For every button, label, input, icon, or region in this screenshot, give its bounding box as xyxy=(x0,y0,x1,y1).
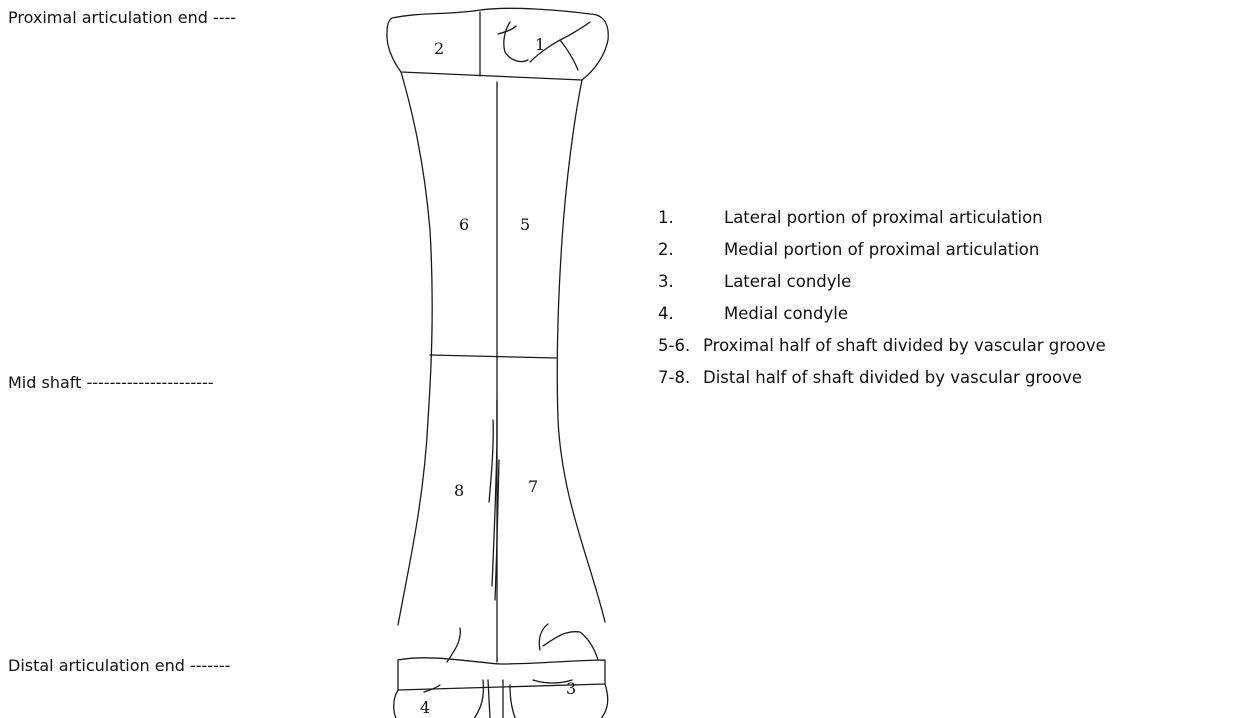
articular-surface-mark xyxy=(504,22,528,62)
legend-item-2: 2.Medial portion of proximal articulatio… xyxy=(658,240,1106,272)
legend-number: 5-6. xyxy=(658,336,703,368)
mid-shaft-line xyxy=(430,355,556,358)
legend-text: Lateral portion of proximal articulation xyxy=(724,208,1043,240)
shaft-left-outline xyxy=(398,72,432,625)
region-number-6: 6 xyxy=(459,215,469,234)
vascular-groove xyxy=(489,420,493,502)
shaft-right-outline xyxy=(557,80,605,622)
legend-item-5-6: 5-6.Proximal half of shaft divided by va… xyxy=(658,336,1106,368)
condyle-fossa-right xyxy=(543,632,598,660)
legend-item-1: 1.Lateral portion of proximal articulati… xyxy=(658,208,1106,240)
legend-text: Distal half of shaft divided by vascular… xyxy=(703,368,1082,400)
legend-item-7-8: 7-8.Distal half of shaft divided by vasc… xyxy=(658,368,1106,400)
legend-text: Medial condyle xyxy=(724,304,848,336)
legend-list: 1.Lateral portion of proximal articulati… xyxy=(658,208,1106,400)
region-number-8: 8 xyxy=(454,481,464,500)
region-number-3: 3 xyxy=(566,679,576,698)
legend-number: 1. xyxy=(658,208,724,240)
region-number-5: 5 xyxy=(520,215,530,234)
articular-surface-mark xyxy=(560,40,578,70)
legend-item-3: 3.Lateral condyle xyxy=(658,272,1106,304)
legend-number: 2. xyxy=(658,240,724,272)
condyle-fossa-left xyxy=(447,628,460,662)
legend-number: 7-8. xyxy=(658,368,703,400)
legend-text: Medial portion of proximal articulation xyxy=(724,240,1039,272)
intercondylar-line xyxy=(488,680,490,718)
legend-number: 4. xyxy=(658,304,724,336)
legend-item-4: 4.Medial condyle xyxy=(658,304,1106,336)
region-number-2: 2 xyxy=(434,39,444,58)
region-number-1: 1 xyxy=(535,35,545,54)
condyle-3-outline xyxy=(510,684,608,718)
region-number-4: 4 xyxy=(420,698,430,717)
legend-number: 3. xyxy=(658,272,724,304)
legend-text: Lateral condyle xyxy=(724,272,851,304)
legend-text: Proximal half of shaft divided by vascul… xyxy=(703,336,1106,368)
proximal-articulation-outline xyxy=(387,8,608,80)
region-number-7: 7 xyxy=(528,477,538,496)
